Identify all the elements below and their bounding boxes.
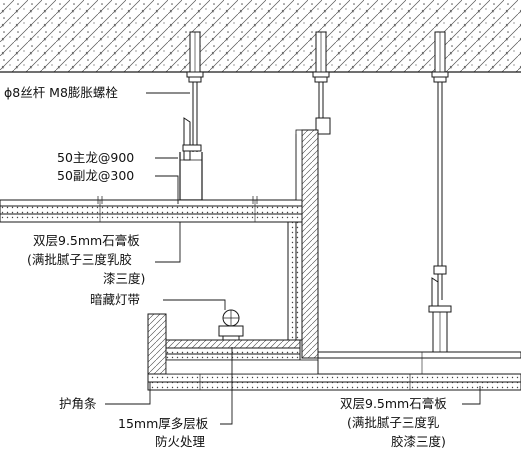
drop-wall xyxy=(287,129,319,359)
label-gypsum-right-3: 胶漆三度) xyxy=(391,434,446,449)
concrete-slab xyxy=(0,0,521,73)
label-gypsum-right-1: 双层9.5mm石膏板 xyxy=(340,396,447,411)
label-gypsum-left-1: 双层9.5mm石膏板 xyxy=(33,233,140,248)
labels: ϕ8丝杆 M8膨胀螺栓 50主龙@900 50副龙@300 双层9.5mm石膏板… xyxy=(4,85,447,449)
label-sub-keel: 50副龙@300 xyxy=(57,168,134,183)
leader-lines xyxy=(105,92,481,425)
hanger-rod-3 xyxy=(428,31,452,353)
label-light-strip: 暗藏灯带 xyxy=(90,292,140,307)
lower-ceiling-boards xyxy=(147,351,521,391)
label-gypsum-left-3: 漆三度) xyxy=(103,271,145,286)
label-gypsum-left-2: (满批腻子三度乳胶 xyxy=(27,252,132,267)
main-keel-upper xyxy=(179,152,203,201)
label-corner-bead: 护角条 xyxy=(59,396,97,411)
label-main-keel: 50主龙@900 xyxy=(57,150,134,165)
label-gypsum-right-2: (满批腻子三度乳 xyxy=(347,415,439,430)
upper-ceiling-boards xyxy=(0,196,303,223)
light-fixture xyxy=(218,309,244,341)
hanger-rod-1 xyxy=(182,31,204,161)
label-plywood-2: 防火处理 xyxy=(155,434,206,449)
label-plywood-1: 15mm厚多层板 xyxy=(118,416,209,431)
label-rod: ϕ8丝杆 M8膨胀螺栓 xyxy=(4,85,118,100)
hanger-rod-2 xyxy=(312,31,331,135)
